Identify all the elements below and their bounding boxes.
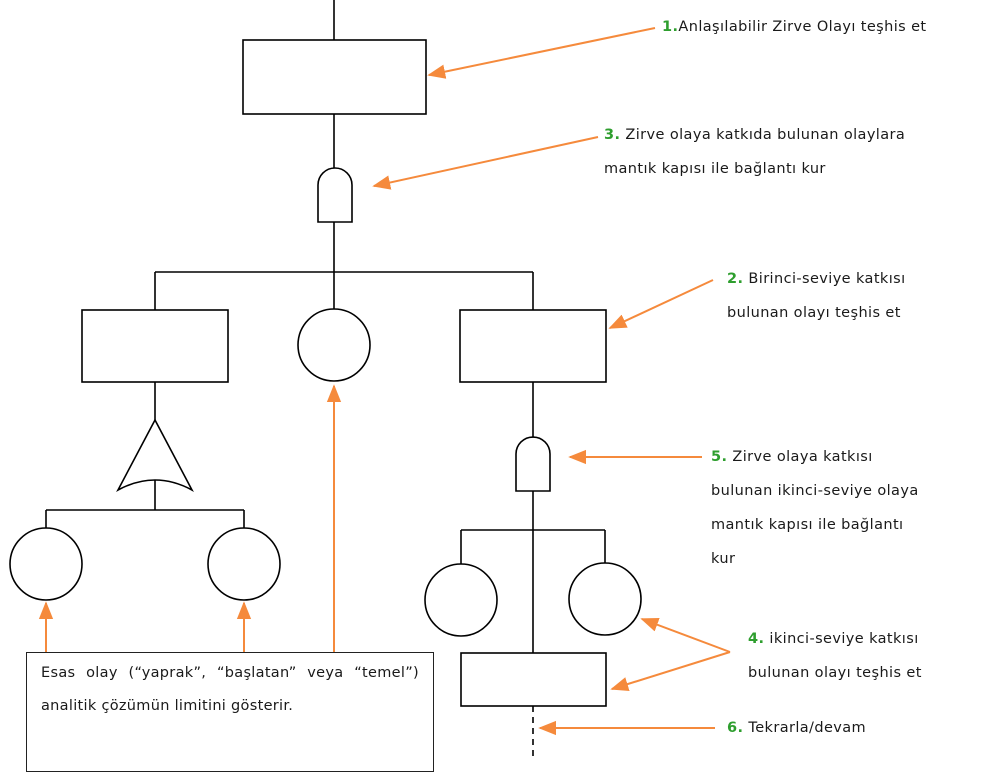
arrow-step4-a: [640, 617, 731, 653]
annotation-text: Birinci-seviye katkısı: [748, 271, 906, 287]
and-gate-top: [317, 167, 353, 223]
annotation-step3: 3. Zirve olaya katkıda bulunan olaylara …: [604, 118, 905, 186]
annotation-text: Zirve olaya katkıda bulunan olaylara: [625, 127, 906, 143]
step-number: 4.: [748, 631, 765, 647]
basic-event-left-2: [207, 527, 281, 601]
step-number: 2.: [727, 271, 744, 287]
top-event-box: [242, 39, 427, 115]
level1-basic-event: [297, 308, 371, 382]
step-number: 5.: [711, 449, 728, 465]
step-number: 3.: [604, 127, 621, 143]
step-number: 6.: [727, 720, 744, 736]
basic-event-note: Esas olay (“yaprak”, “başlatan” veya “te…: [26, 652, 434, 772]
basic-event-left-1: [9, 527, 83, 601]
annotation-step6: 6. Tekrarla/devam: [727, 711, 866, 745]
arrow-step3: [372, 136, 599, 190]
or-gate-left: [116, 418, 194, 492]
basic-event-right-1: [424, 563, 498, 637]
annotation-step4: 4. ikinci-seviye katkısı bulunan olayı t…: [748, 622, 922, 690]
annotation-text: ikinci-seviye katkısı: [769, 631, 919, 647]
arrow-step2: [608, 279, 714, 329]
arrow-step1: [427, 27, 656, 79]
step-number: 1.: [662, 19, 679, 35]
arrow-step4-b: [610, 651, 731, 692]
annotation-text: bulunan olayı teşhis et: [748, 665, 922, 681]
and-gate-right: [515, 436, 551, 492]
annotation-text: Anlaşılabilir Zirve Olayı teşhis et: [678, 19, 927, 35]
annotation-text: bulunan ikinci-seviye olaya: [711, 483, 919, 499]
annotation-step2: 2. Birinci-seviye katkısı bulunan olayı …: [727, 262, 906, 330]
basic-event-right-2: [568, 562, 642, 636]
annotation-text: bulunan olayı teşhis et: [727, 305, 901, 321]
level2-event-box: [460, 652, 607, 707]
annotation-text: mantık kapısı ile bağlantı: [711, 517, 904, 533]
annotation-text: kur: [711, 551, 736, 567]
annotation-text: mantık kapısı ile bağlantı kur: [604, 161, 826, 177]
annotation-text: Zirve olaya katkısı: [732, 449, 873, 465]
annotation-step5: 5. Zirve olaya katkısı bulunan ikinci-se…: [711, 440, 919, 576]
level1-event-left: [81, 309, 229, 383]
annotation-step1: 1.Anlaşılabilir Zirve Olayı teşhis et: [662, 10, 927, 44]
annotation-text: Tekrarla/devam: [748, 720, 867, 736]
level1-event-right: [459, 309, 607, 383]
